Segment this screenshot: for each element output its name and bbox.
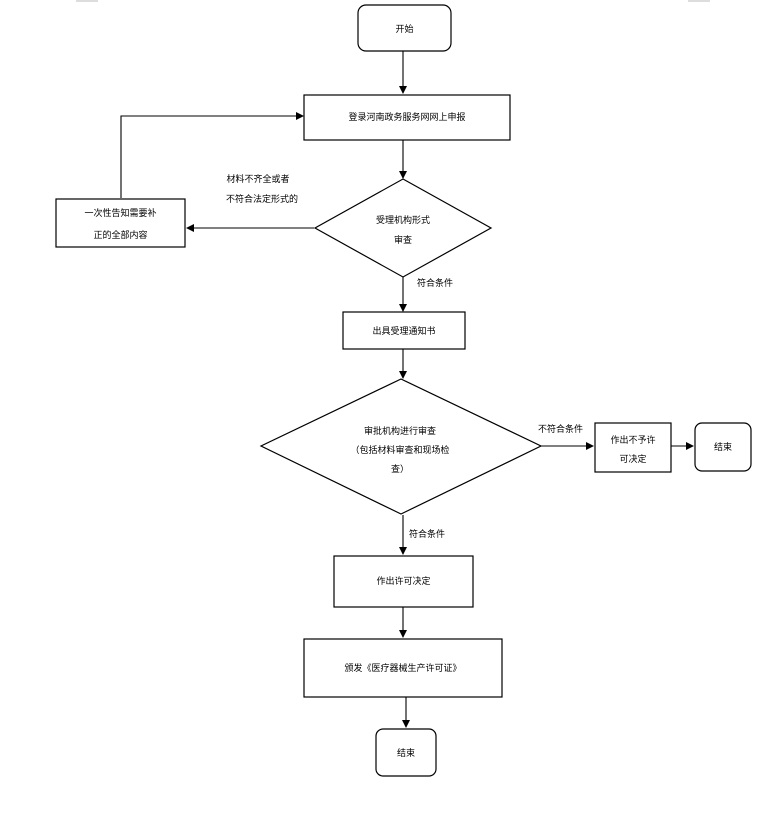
acceptance-notice-label: 出具受理通知书 bbox=[372, 325, 435, 337]
start-node bbox=[357, 4, 452, 52]
edge-notify-to-login bbox=[120, 112, 304, 198]
start-label: 开始 bbox=[395, 23, 413, 35]
approval-review-decision bbox=[259, 378, 543, 515]
permit-decision-label: 作出许可决定 bbox=[376, 575, 430, 587]
formal-review-decision bbox=[313, 178, 493, 278]
edge-label-incomplete-1: 材料不齐全或者 bbox=[226, 173, 289, 185]
issue-license-node bbox=[303, 638, 503, 698]
formal-review-label-2: 审查 bbox=[394, 234, 412, 246]
formal-review-label-1: 受理机构形式 bbox=[376, 214, 430, 226]
approval-review-label-1: 审批机构进行审查 bbox=[364, 425, 436, 437]
issue-license-label: 颁发《医疗器械生产许可证》 bbox=[344, 662, 461, 674]
end-right-label: 结束 bbox=[714, 441, 732, 453]
reject-decision-node bbox=[594, 422, 672, 473]
notify-correction-label-1: 一次性告知需要补 bbox=[84, 207, 156, 219]
reject-decision-label-2: 可决定 bbox=[619, 453, 646, 465]
permit-decision-node bbox=[333, 555, 474, 608]
end-bottom-label: 结束 bbox=[397, 747, 415, 759]
end-bottom-node bbox=[375, 728, 437, 777]
reject-decision-label-1: 作出不予许 bbox=[610, 434, 655, 446]
edge-label-not-meets: 不符合条件 bbox=[538, 423, 583, 435]
edge-label-meets-2: 符合条件 bbox=[409, 528, 445, 540]
notify-correction-label-2: 正的全部内容 bbox=[93, 229, 147, 241]
edge-label-meets-1: 符合条件 bbox=[417, 277, 453, 289]
acceptance-notice-node bbox=[342, 311, 466, 350]
login-label: 登录河南政务服务网网上申报 bbox=[348, 111, 465, 123]
approval-review-label-2: （包括材料审查和现场检 bbox=[350, 444, 449, 456]
notify-correction-node bbox=[55, 198, 186, 248]
edge-label-incomplete-2: 不符合法定形式的 bbox=[226, 193, 298, 205]
end-right-node bbox=[694, 422, 752, 472]
login-node bbox=[303, 94, 511, 141]
approval-review-label-3: 查） bbox=[391, 463, 409, 475]
